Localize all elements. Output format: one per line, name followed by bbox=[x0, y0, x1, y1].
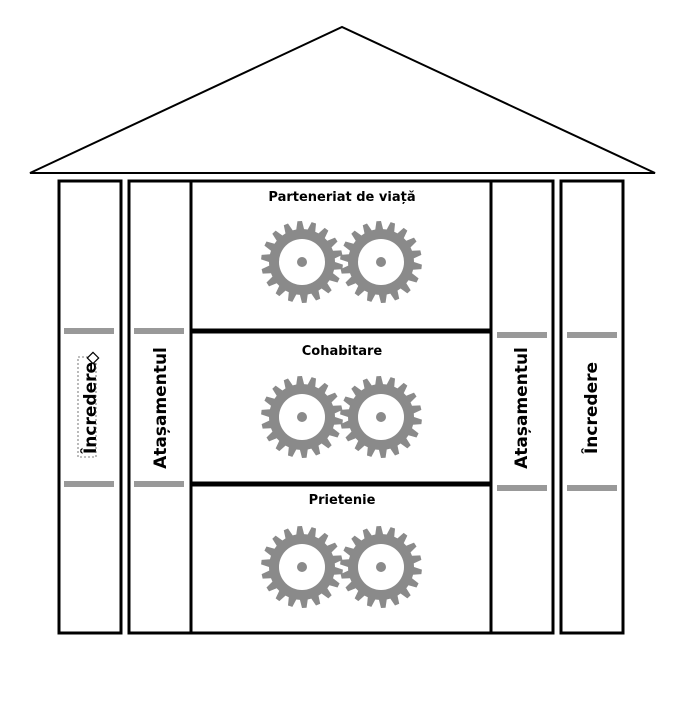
pillar-bar-bottom bbox=[497, 485, 547, 491]
pillar-inner-right[interactable] bbox=[489, 179, 555, 635]
roof bbox=[29, 25, 656, 174]
gear-icon bbox=[340, 526, 422, 608]
level-label-bottom[interactable]: Prietenie bbox=[309, 493, 376, 508]
gear-icon bbox=[261, 526, 343, 608]
pillar-outer-right[interactable] bbox=[559, 179, 625, 635]
level-label-top[interactable]: Parteneriat de viață bbox=[268, 190, 415, 205]
pillar-label-inner-right[interactable]: Atașamentul bbox=[512, 347, 532, 469]
pillar-label-inner-left[interactable]: Atașamentul bbox=[151, 347, 171, 469]
pillar-label-outer-right[interactable]: Încredere bbox=[580, 362, 602, 454]
pillar-bar-bottom bbox=[64, 481, 114, 487]
gear-icon bbox=[261, 221, 343, 303]
rotate-handle-icon[interactable] bbox=[86, 351, 100, 365]
pillar-bar-top bbox=[134, 328, 184, 334]
pillar-bar-top bbox=[567, 332, 617, 338]
text-selection-box bbox=[77, 356, 97, 458]
pillar-bar-bottom bbox=[134, 481, 184, 487]
pillar-label-outer-left[interactable]: Încredere bbox=[79, 362, 101, 454]
pillar-bar-bottom bbox=[567, 485, 617, 491]
pillar-inner-left[interactable] bbox=[127, 179, 193, 635]
gear-icon bbox=[261, 376, 343, 458]
pillar-bar-top bbox=[497, 332, 547, 338]
pillar-bar-top bbox=[64, 328, 114, 334]
level-label-middle[interactable]: Cohabitare bbox=[302, 344, 383, 359]
gear-icon bbox=[340, 221, 422, 303]
pillar-outer-left[interactable] bbox=[57, 179, 123, 635]
gear-icon bbox=[340, 376, 422, 458]
